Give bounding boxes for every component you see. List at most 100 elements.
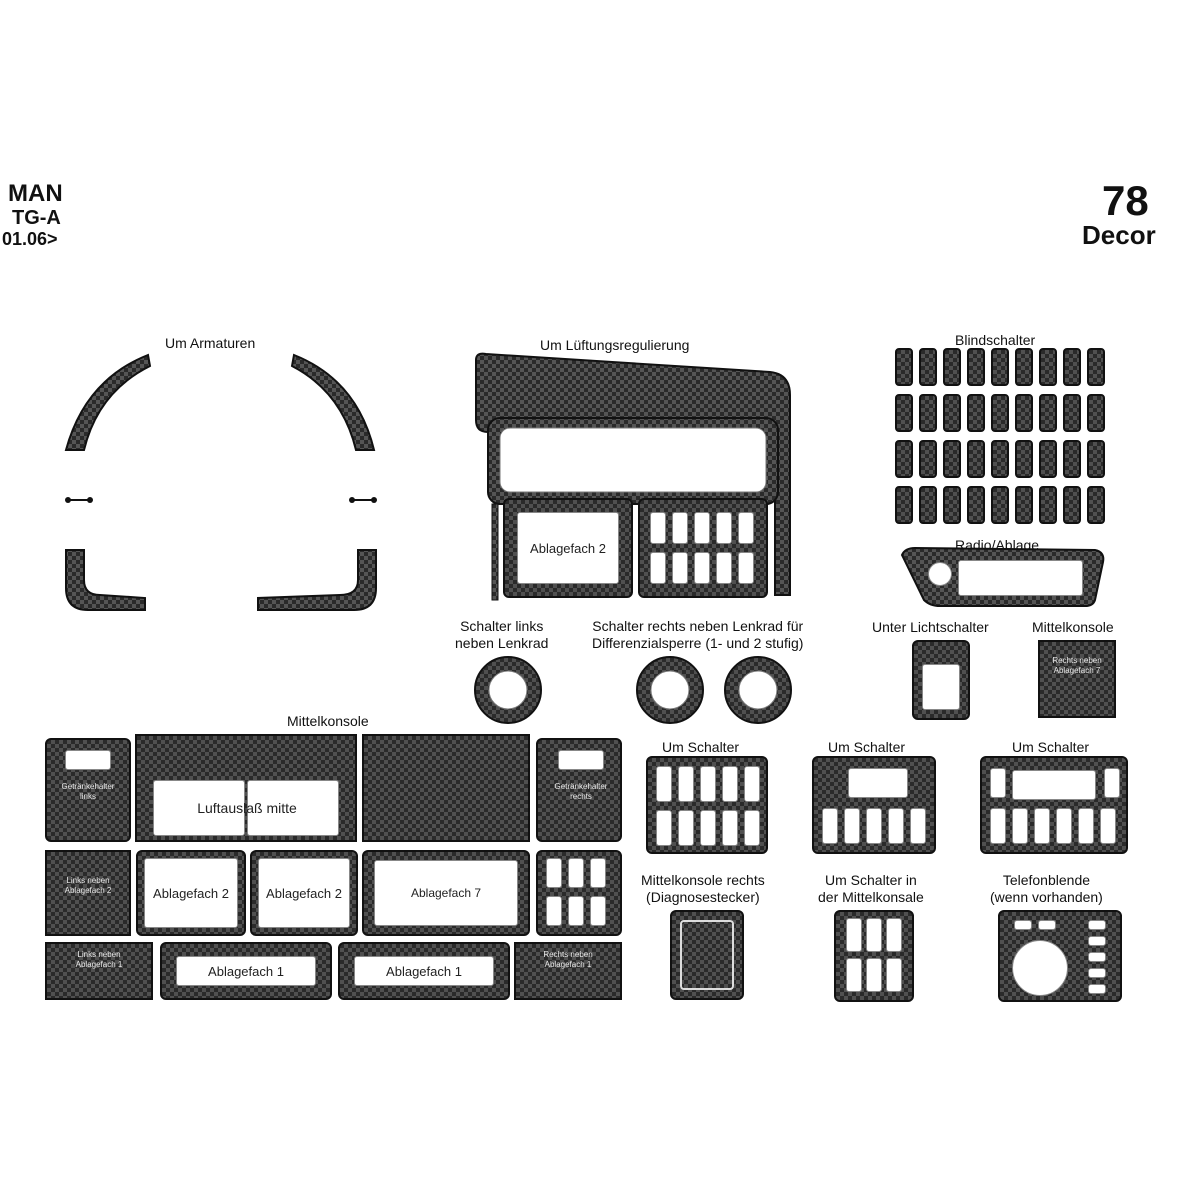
label-telefonblende: Telefonblende (wenn vorhanden)	[990, 872, 1103, 906]
switch-slot	[568, 858, 584, 888]
switch-slot	[738, 552, 754, 584]
ring-schalter-rechts-1	[636, 656, 704, 724]
arc-top-right	[290, 353, 376, 451]
label-mittelkonsole-rechts: Mittelkonsole rechts (Diagnosestecker)	[641, 872, 765, 906]
switch-slot	[722, 766, 738, 802]
diagnose-frame	[680, 920, 734, 990]
luftauslass-label: Luftauslaß mitte	[197, 800, 297, 816]
blindschalter-piece	[967, 486, 985, 524]
switch-slot	[866, 918, 882, 952]
model-title: TG-A	[12, 207, 61, 229]
switch-slot	[650, 552, 666, 584]
blindschalter-piece	[895, 348, 913, 386]
switch-slot	[700, 810, 716, 846]
cup-window	[558, 750, 604, 770]
blindschalter-piece	[1039, 486, 1057, 524]
switch-slot	[1088, 968, 1106, 978]
label-line: Telefonblende	[1002, 872, 1091, 888]
blindschalter-piece	[919, 394, 937, 432]
luftauslass-window-right	[247, 780, 339, 836]
luftauslass-part: Luftauslaß mitte	[135, 734, 357, 842]
switch-slot	[738, 512, 754, 544]
switch-slot	[656, 766, 672, 802]
blindschalter-piece	[1087, 486, 1105, 524]
switch-slot	[656, 810, 672, 846]
text-links-neben-ablagefach-1: Links neben Ablagefach 1	[75, 950, 123, 969]
arc-bottom-left	[65, 549, 146, 611]
blindschalter-piece	[943, 394, 961, 432]
unter-lichtschalter-part	[912, 640, 970, 720]
blindschalter-piece	[1063, 348, 1081, 386]
text-getraenkehalter-rechts: Getränke­halter rechts	[554, 782, 608, 801]
switch-slot	[1104, 768, 1120, 798]
links-neben-ablagefach-2: Links neben Ablagefach 2	[45, 850, 131, 936]
blindschalter-piece	[991, 486, 1009, 524]
blindschalter-piece	[1063, 486, 1081, 524]
switch-slot	[590, 858, 606, 888]
switch-slot	[590, 896, 606, 926]
ablagefach-2-a-frame: Ablagefach 2	[136, 850, 246, 936]
blindschalter-piece	[967, 394, 985, 432]
blindschalter-piece	[895, 394, 913, 432]
switch-slot	[910, 808, 926, 844]
unter-lichtschalter-window	[922, 664, 960, 710]
blindschalter-piece	[895, 486, 913, 524]
switch-slot	[888, 808, 904, 844]
links-neben-ablagefach-1: Links neben Ablagefach 1	[45, 942, 153, 1000]
radio-window	[958, 560, 1083, 596]
label-line: Um Schalter in	[825, 872, 917, 888]
ablagefach-2-top-window: Ablagefach 2	[517, 512, 619, 584]
mittelkonsole-small-part: Rechts neben Ablagefach 7	[1038, 640, 1116, 718]
blindschalter-piece	[1063, 394, 1081, 432]
display-window	[848, 768, 908, 798]
label-line: Schalter rechts neben Lenkrad für	[592, 618, 804, 634]
arc-bottom-right	[257, 549, 377, 611]
lueftung-window	[499, 427, 767, 493]
switch-slot	[846, 958, 862, 992]
switch-slot	[672, 552, 688, 584]
switch-slot	[1012, 808, 1028, 844]
label-line: Schalter links	[460, 618, 544, 634]
mittelkonsole-center-part	[362, 734, 530, 842]
switch-slot	[722, 810, 738, 846]
ablagefach-1-a-window: Ablagefach 1	[176, 956, 316, 986]
blindschalter-piece	[991, 440, 1009, 478]
switch-slot	[886, 958, 902, 992]
label-line: der Mittelkonsale	[818, 889, 924, 905]
label-line: (wenn vorhanden)	[990, 889, 1103, 905]
switch-slot	[822, 808, 838, 844]
label-um-schalter-3: Um Schalter	[1012, 739, 1090, 755]
switch-slot	[716, 512, 732, 544]
blindschalter-piece	[967, 440, 985, 478]
switch-slot	[546, 896, 562, 926]
label-mittelkonsole: Mittelkonsole	[287, 713, 369, 729]
blindschalter-piece	[943, 486, 961, 524]
blindschalter-piece	[1087, 440, 1105, 478]
blindschalter-piece	[895, 440, 913, 478]
switch-slot	[886, 918, 902, 952]
switch-slot	[1038, 920, 1056, 930]
text-getraenkehalter-links: Getränke­halter links	[61, 782, 115, 801]
switch-slot	[1088, 920, 1106, 930]
blindschalter-piece	[1039, 440, 1057, 478]
switch-slot	[672, 512, 688, 544]
ablagefach-7-window: Ablagefach 7	[374, 860, 518, 926]
date-title: 01.06>	[2, 229, 58, 249]
label-line: (Diagnosestecker)	[646, 889, 760, 905]
text-rechts-neben-ablagefach-7: Rechts neben Ablagefach 7	[1052, 656, 1102, 675]
blindschalter-piece	[1039, 348, 1057, 386]
blindschalter-piece	[943, 440, 961, 478]
ablagefach-2-a-window: Ablagefach 2	[144, 858, 238, 928]
switch-slot	[1088, 952, 1106, 962]
switch-slot	[716, 552, 732, 584]
ablagefach-1-b-frame: Ablagefach 1	[338, 942, 510, 1000]
ring-schalter-links	[474, 656, 542, 724]
blindschalter-piece	[919, 348, 937, 386]
ablagefach-2-top-frame: Ablagefach 2	[503, 498, 633, 598]
label-schalter-rechts: Schalter rechts neben Lenkrad für Differ…	[592, 618, 803, 652]
wide-window	[1012, 770, 1096, 800]
label-mittelkonsole-small: Mittelkonsole	[1032, 619, 1114, 635]
blindschalter-piece	[943, 348, 961, 386]
product-style: Decor	[1082, 220, 1156, 250]
um-schalter-panel-3	[980, 756, 1128, 854]
